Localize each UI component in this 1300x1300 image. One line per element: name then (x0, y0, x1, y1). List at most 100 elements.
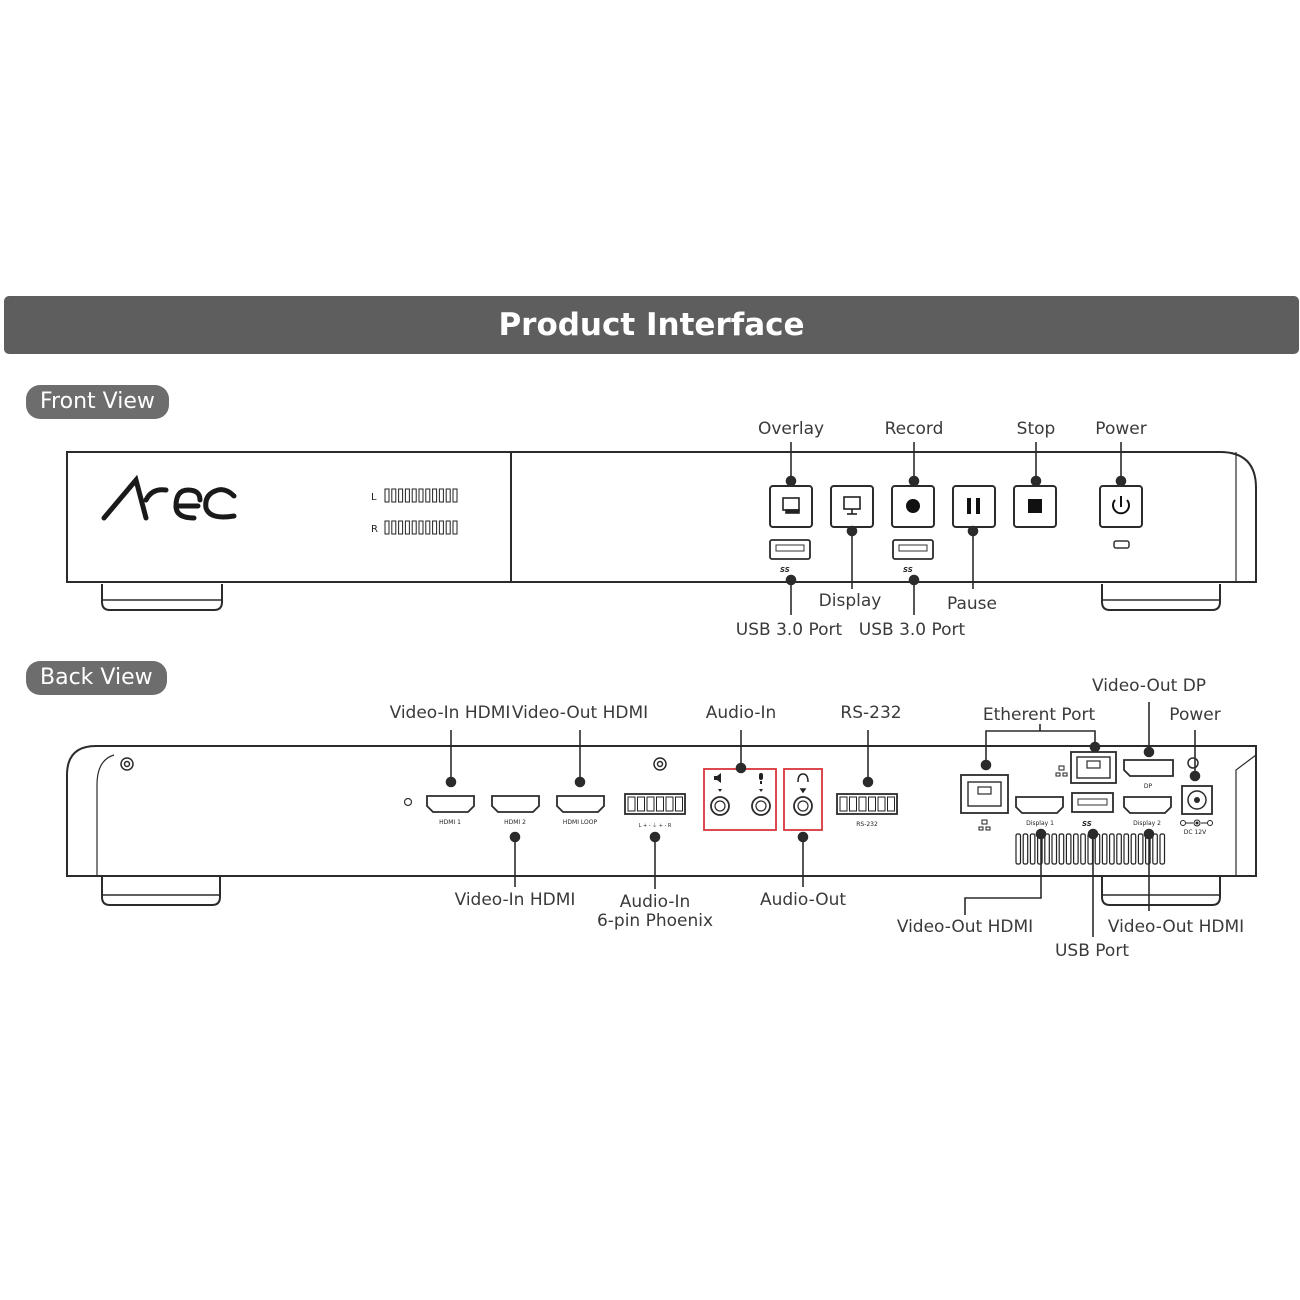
ethernet-port-2[interactable] (1070, 751, 1117, 784)
meter-segment (398, 520, 404, 535)
page-title: Product Interface (498, 307, 805, 343)
front-callouts (785, 442, 1127, 615)
vent-grille (1015, 833, 1166, 865)
page-title-banner: Product Interface (4, 296, 1299, 354)
meter-segment (418, 488, 424, 503)
vent-slot (1051, 833, 1058, 865)
line-in-jack[interactable] (710, 796, 730, 816)
vent-slot (1137, 833, 1144, 865)
vent-slot (1116, 833, 1122, 865)
meter-segment (425, 488, 431, 503)
label-video-out-dp: Video-Out DP (1092, 676, 1206, 696)
record-icon (906, 499, 920, 513)
rs232-connector[interactable] (836, 793, 898, 815)
display2-text: Display 2 (1133, 820, 1161, 827)
vent-slot (1152, 833, 1158, 865)
hdmi-display-1-port[interactable] (1015, 796, 1064, 814)
vent-slot (1159, 833, 1166, 865)
label-video-in-hdmi-top: Video-In HDMI (390, 703, 511, 723)
headphone-icon (797, 773, 809, 794)
rs232-pin (849, 796, 857, 812)
phoenix-pins (627, 796, 683, 812)
label-rs232: RS-232 (840, 703, 901, 723)
ground-screw (1187, 757, 1199, 769)
meter-segment (438, 520, 444, 535)
arec-logo (101, 474, 237, 521)
pause-button[interactable] (952, 485, 996, 528)
vent-slot (1065, 833, 1072, 865)
dp-text: DP (1144, 783, 1153, 790)
vent-slot (1044, 833, 1050, 865)
stop-icon (1028, 499, 1042, 513)
label-video-out-hdmi-top: Video-Out HDMI (512, 703, 648, 723)
rs232-pins (839, 796, 895, 812)
usb-logo-icon: SS (780, 566, 790, 574)
ethernet-port-1[interactable] (960, 774, 1009, 814)
meter-segment (411, 488, 417, 503)
usb-tongue-2 (898, 544, 928, 552)
meter-segment (445, 488, 451, 503)
rs232-pin (858, 796, 867, 812)
meter-segment (391, 520, 397, 535)
label-usb-port-1: USB 3.0 Port (736, 620, 843, 640)
dc-power-jack[interactable] (1181, 785, 1213, 815)
hdmi-loop-port[interactable] (556, 795, 605, 813)
rs232-pin (868, 796, 876, 812)
label-overlay: Overlay (758, 419, 824, 439)
hdmi2-text: HDMI 2 (504, 819, 526, 826)
display1-text: Display 1 (1026, 820, 1054, 827)
meter-segment (404, 488, 410, 503)
pause-icon (967, 498, 980, 514)
overlay-button[interactable] (769, 485, 813, 528)
meter-segment (432, 488, 438, 503)
meter-left-bars (384, 488, 458, 503)
headphone-out-jack[interactable] (793, 796, 813, 816)
hdmi-loop-text: HDMI LOOP (563, 819, 598, 826)
hdmi-display-2-port[interactable] (1123, 796, 1172, 814)
phoenix-pin (665, 796, 674, 812)
network-icon (978, 819, 991, 831)
meter-left-label: L (371, 492, 377, 503)
phoenix-pin (675, 796, 683, 812)
vent-slot (1022, 833, 1029, 865)
displayport-port[interactable] (1123, 759, 1174, 777)
back-usb-port[interactable] (1071, 792, 1114, 813)
meter-segment (384, 520, 390, 535)
meter-segment (445, 520, 451, 535)
rs232-pin (887, 796, 895, 812)
phoenix-pin (627, 796, 636, 812)
hdmi-in-1-port[interactable] (426, 795, 475, 813)
vent-slot (1101, 833, 1108, 865)
display-button[interactable] (830, 485, 874, 528)
phoenix-pin-labels: L + - ⏚ + - R (639, 822, 672, 829)
back-callouts (445, 702, 1201, 937)
hdmi1-text: HDMI 1 (439, 819, 461, 826)
label-video-out-hdmi-left: Video-Out HDMI (897, 917, 1033, 937)
meter-segment (425, 520, 431, 535)
speaker-icon (714, 773, 722, 792)
label-audio-in: Audio-In (706, 703, 777, 723)
vent-slot (1080, 833, 1086, 865)
label-audio-in-phoenix: Audio-In (620, 892, 691, 912)
hdmi-in-2-port[interactable] (491, 795, 540, 813)
mic-in-jack[interactable] (751, 796, 771, 816)
meter-segment (411, 520, 417, 535)
phoenix-6pin-connector[interactable] (624, 793, 686, 815)
meter-segment (452, 488, 458, 503)
label-power-back: Power (1169, 705, 1220, 725)
meter-right-bars (384, 520, 458, 535)
rs232-pin (839, 796, 848, 812)
front-device (66, 451, 1257, 611)
reset-hole (403, 797, 413, 807)
vent-slot (1029, 833, 1036, 865)
audio-out-highlight (783, 768, 823, 831)
meter-segment (404, 520, 410, 535)
label-power: Power (1095, 419, 1146, 439)
usb-tongue-1 (775, 544, 805, 552)
vent-slot (1123, 833, 1130, 865)
dc-text: DC 12V (1184, 829, 1207, 836)
front-view-label: Front View (26, 385, 169, 419)
label-audio-out: Audio-Out (760, 890, 846, 910)
power-led (1113, 540, 1130, 549)
